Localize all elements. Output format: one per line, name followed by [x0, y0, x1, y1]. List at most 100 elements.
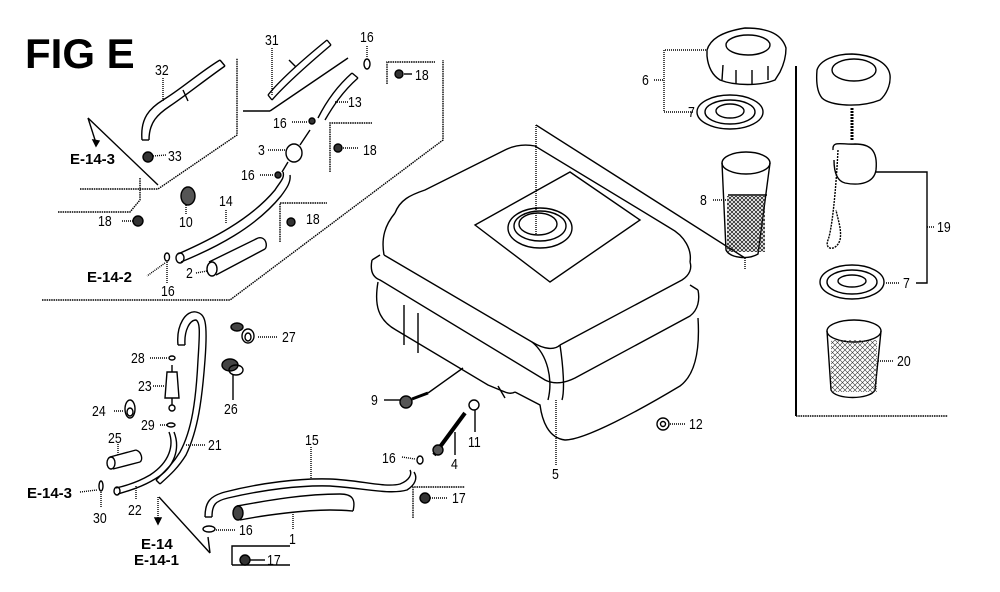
- callout-27: 27: [282, 329, 296, 346]
- part-33-clip: [142, 151, 154, 163]
- reference-e14[interactable]: E-14: [141, 536, 173, 553]
- leader-e143-top: [87, 117, 159, 186]
- callout-16: 16: [241, 167, 255, 184]
- callout-20: 20: [897, 353, 911, 370]
- part-6-fuel-cap: [706, 27, 787, 86]
- callout-24: 24: [92, 403, 106, 420]
- callout-29: 29: [141, 417, 155, 434]
- bracket-19: [876, 171, 928, 284]
- callout-17: 17: [267, 552, 281, 569]
- arrowhead-e143-top: [91, 139, 101, 148]
- callout-23: 23: [138, 378, 152, 395]
- callout-31: 31: [265, 32, 279, 49]
- reference-e143-bottom[interactable]: E-14-3: [27, 485, 73, 502]
- part-16-clip-d: [163, 252, 171, 262]
- callout-7: 7: [903, 275, 910, 292]
- callout-18: 18: [306, 211, 320, 228]
- arrow-e142: [146, 262, 166, 277]
- frame-17-b: [412, 486, 465, 518]
- part-9-bolt: [399, 367, 464, 409]
- callout-12: 12: [689, 416, 703, 433]
- callout-18: 18: [363, 142, 377, 159]
- callout-7: 7: [688, 104, 695, 121]
- callout-4: 4: [451, 456, 458, 473]
- arrow-e143-bottom: [79, 489, 98, 493]
- callout-18: 18: [415, 67, 429, 84]
- part-30-clip: [98, 480, 104, 492]
- frame-18-d: [279, 202, 327, 242]
- callout-21: 21: [208, 437, 222, 454]
- part-18-clip-b: [333, 143, 343, 153]
- part-16-clip-c: [274, 171, 282, 179]
- leader-16-f: [401, 456, 416, 460]
- part-7-gasket-a: [696, 94, 764, 130]
- reference-e142[interactable]: E-14-2: [87, 269, 133, 286]
- part-25-tube: [106, 449, 143, 470]
- arrow-e143-top: [87, 117, 97, 144]
- callout-11: 11: [468, 434, 481, 451]
- frame-18-b: [329, 122, 372, 172]
- bracket-6-7: [663, 49, 706, 113]
- callout-5: 5: [552, 466, 559, 483]
- part-4-fuel-joint: [432, 411, 467, 457]
- callout-32: 32: [155, 62, 169, 79]
- callout-16: 16: [161, 283, 175, 300]
- frame-17-a: [231, 545, 290, 565]
- callout-16: 16: [382, 450, 396, 467]
- reference-e141[interactable]: E-14-1: [134, 552, 180, 569]
- part-16-clip-f: [416, 455, 424, 465]
- part-5-fuel-tank: [370, 144, 700, 441]
- part-1-tube: [232, 493, 355, 521]
- part-12-nut: [656, 417, 670, 431]
- callout-28: 28: [131, 350, 145, 367]
- callout-22: 22: [128, 502, 142, 519]
- part-17-clip-a: [239, 554, 251, 566]
- part-32-hose: [141, 59, 226, 141]
- part-18-clip-c: [132, 215, 144, 227]
- callout-13: 13: [348, 94, 362, 111]
- part-16-clip-b: [308, 117, 316, 125]
- callout-14: 14: [219, 193, 233, 210]
- part-8-strainer: [721, 151, 771, 259]
- figure-title: FIG E: [25, 30, 135, 77]
- part-29-clip: [166, 422, 176, 428]
- callout-16: 16: [239, 522, 253, 539]
- part-17-clip-b: [419, 492, 431, 504]
- part-18-clip-d: [286, 217, 296, 227]
- part-24-clip: [124, 399, 136, 419]
- frame-lower-left: [158, 496, 211, 554]
- part-27-clamp: [230, 322, 255, 344]
- callout-17: 17: [452, 490, 466, 507]
- part-11-washer: [468, 399, 480, 411]
- callout-2: 2: [186, 265, 193, 282]
- frame-lower-left-b: [207, 536, 211, 554]
- part-23-fuel-filter: [164, 365, 180, 412]
- arrowhead-e14: [153, 517, 163, 526]
- part-10-cap: [180, 186, 196, 206]
- part-19-cap-with-chain: [815, 53, 891, 249]
- callout-8: 8: [700, 192, 707, 209]
- leader-2: [195, 270, 208, 274]
- frame-31b: [269, 57, 349, 112]
- callout-16: 16: [273, 115, 287, 132]
- frame-group-upper: [42, 60, 444, 301]
- frame-18-a: [386, 61, 435, 84]
- callout-33: 33: [168, 148, 182, 165]
- part-16-clip-e: [202, 525, 216, 533]
- callout-19: 19: [937, 219, 951, 236]
- part-14-tube: [175, 171, 291, 264]
- part-26-holder: [221, 358, 244, 376]
- part-13-hose: [317, 72, 359, 121]
- part-18-clip-a: [394, 69, 404, 79]
- callout-6: 6: [642, 72, 649, 89]
- part-28-clip: [168, 355, 176, 361]
- part-16-clip-top: [363, 58, 371, 70]
- part-20-strainer: [826, 319, 882, 399]
- callout-9: 9: [371, 392, 378, 409]
- callout-30: 30: [93, 510, 107, 527]
- reference-e143-top[interactable]: E-14-3: [70, 151, 116, 168]
- leader-33: [152, 154, 167, 157]
- callout-1: 1: [289, 531, 296, 548]
- callout-3: 3: [258, 142, 265, 159]
